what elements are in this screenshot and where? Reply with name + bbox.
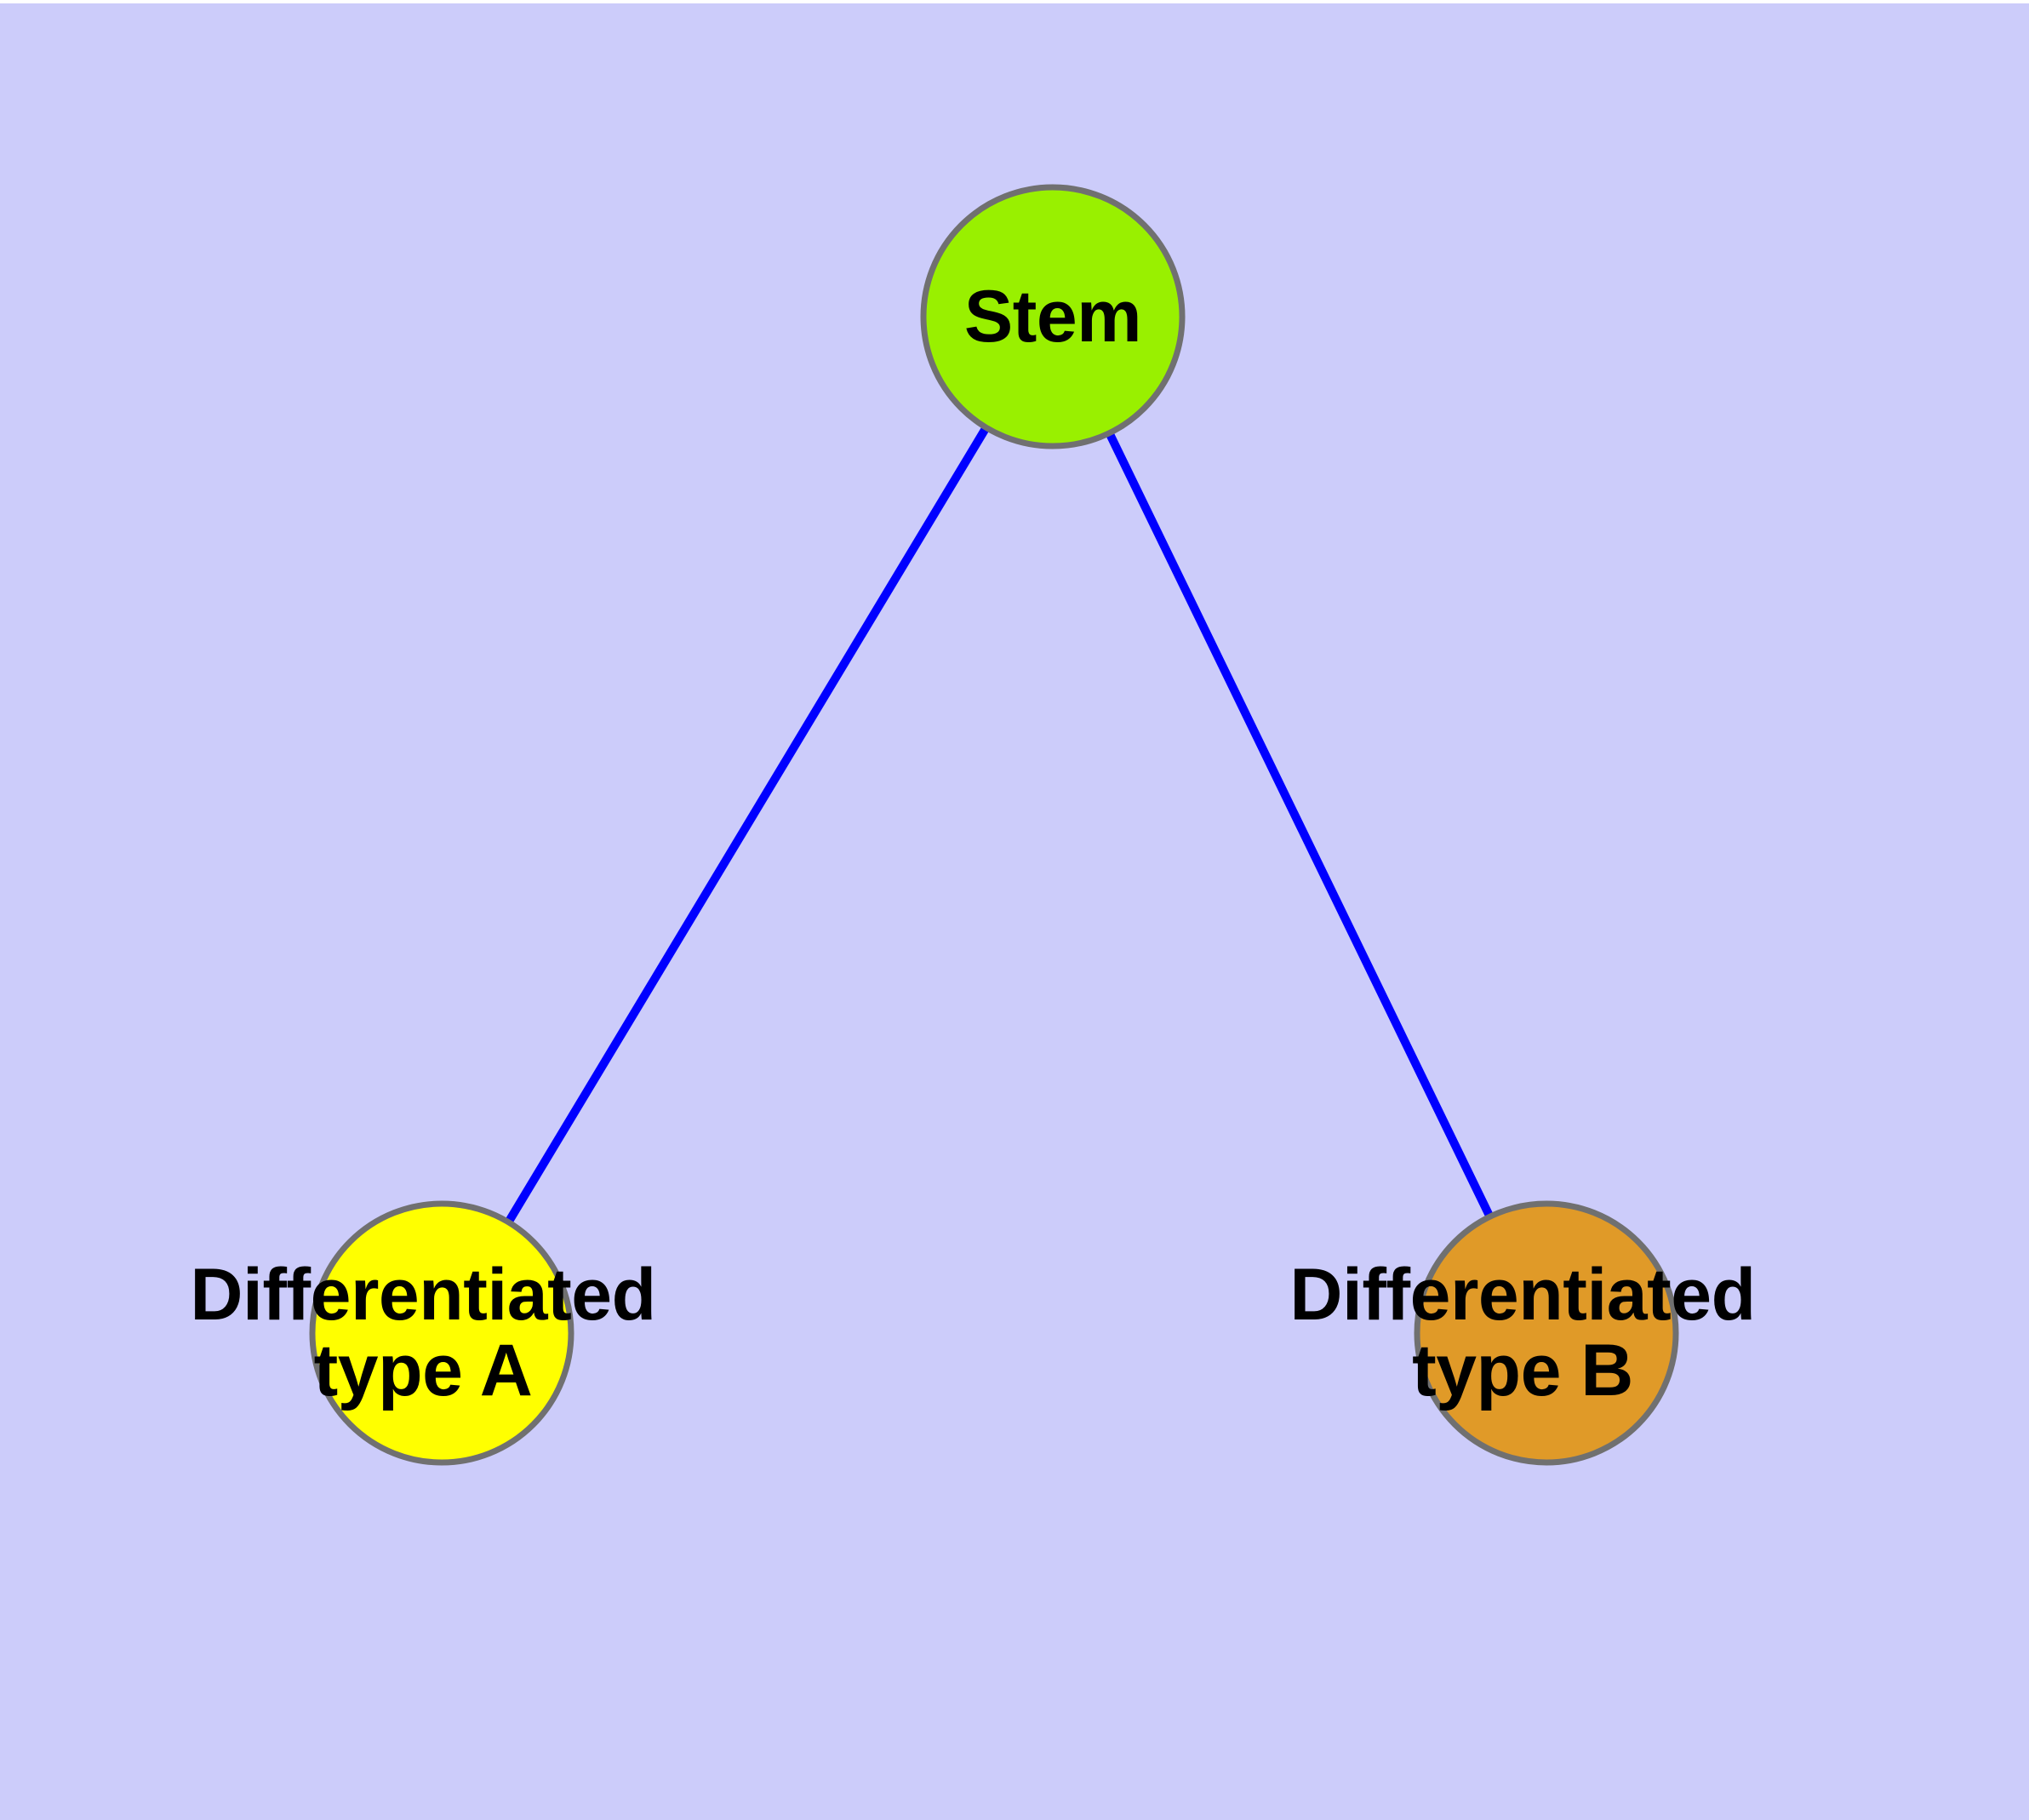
graph-edge[interactable] xyxy=(502,422,992,1228)
graph-svg xyxy=(309,184,1679,1466)
graph-node-diff-b[interactable] xyxy=(1414,1200,1679,1466)
graph-node-stem[interactable] xyxy=(920,184,1186,449)
edges-group xyxy=(502,422,1495,1228)
graph-node-diff-a[interactable] xyxy=(309,1200,574,1466)
graph-edge[interactable] xyxy=(1104,427,1495,1222)
graph-plot-area: Stem Differentiated type A Differentiate… xyxy=(0,3,2029,1820)
nodes-group xyxy=(309,184,1679,1466)
